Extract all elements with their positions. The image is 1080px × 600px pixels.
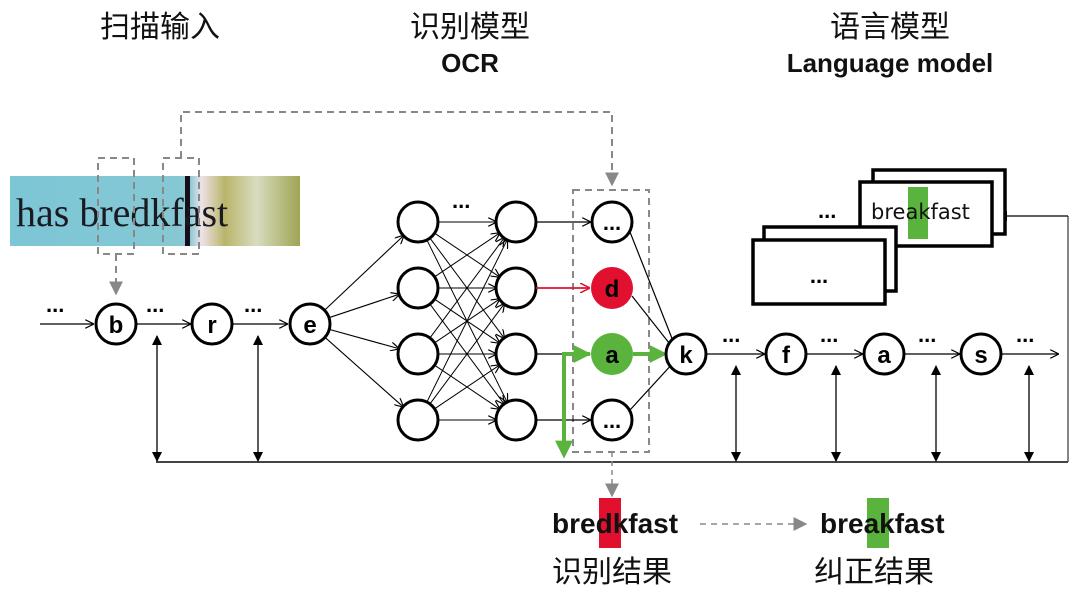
- hidden-node-l1-0: [396, 200, 440, 244]
- ocr-output-node-a-label: a: [605, 342, 619, 369]
- edge-e-to-l1-0: [324, 236, 404, 311]
- recognized-label: 识别结果: [552, 555, 672, 590]
- hidden-node-l1-3: [396, 398, 440, 442]
- hidden-node-l2-3: [494, 398, 538, 442]
- scan-image: has bredkfast: [10, 176, 300, 246]
- seq-ellipsis: ...: [146, 292, 164, 317]
- scan-image-cursor-bar: [185, 176, 190, 246]
- network-edges: [324, 222, 508, 420]
- seq-node-r: r: [190, 302, 234, 346]
- ocr-output-node-top-label: ...: [603, 210, 621, 235]
- header-ocr: 识别模型 OCR: [370, 10, 570, 80]
- hidden-node-l2-1: [494, 266, 538, 310]
- seq-ellipsis: ...: [918, 322, 936, 347]
- seq-node-a-label: a: [877, 342, 891, 369]
- corrected-label: 纠正结果: [814, 555, 934, 590]
- edge-bottom-to-k: [629, 361, 675, 411]
- edge-e-to-l1-1: [328, 294, 399, 319]
- hidden-layer-2: [494, 200, 538, 442]
- recognized-highlight: [599, 498, 621, 548]
- edge-l1-3-to-l2-0: [426, 240, 507, 403]
- corrected-highlight: [867, 498, 889, 548]
- network-ellipsis: ...: [452, 188, 470, 213]
- header-ocr-en: OCR: [441, 48, 499, 78]
- hidden-layer-1: [396, 200, 440, 442]
- lm-ellipsis: ...: [818, 198, 836, 223]
- header-ocr-zh: 识别模型: [410, 10, 530, 45]
- seq-node-s: s: [959, 332, 1003, 376]
- ocr-output-node-bottom: ...: [590, 398, 634, 442]
- seq-ellipsis: ...: [820, 322, 838, 347]
- header-scan-input: 扫描输入: [60, 10, 260, 46]
- seq-node-a: a: [862, 332, 906, 376]
- edge-l1-2-to-l2-0: [429, 238, 504, 339]
- seq-node-s-label: s: [974, 342, 987, 369]
- edge-l1-3-to-l2-2: [434, 365, 500, 410]
- seq-node-b-label: b: [109, 312, 124, 339]
- vertical-arrows: [152, 335, 1034, 462]
- ocr-output-node-top: ...: [590, 200, 634, 244]
- edge-d-to-k: [631, 295, 674, 349]
- ocr-output-box: [572, 189, 650, 453]
- edge-e-to-l1-2: [329, 328, 398, 348]
- seq-node-f: f: [764, 332, 808, 376]
- scan-image-text: has bredkfast: [16, 190, 228, 235]
- ocr-output-node-d-label: d: [605, 276, 620, 303]
- header-lm-en: Language model: [786, 48, 994, 78]
- lm-card-front-2: [751, 238, 887, 306]
- seq-ellipsis: ...: [244, 292, 262, 317]
- edge-l1-3-to-l2-1: [429, 304, 504, 405]
- seq-node-e-label: e: [303, 312, 316, 339]
- header-lm-zh: 语言模型: [830, 10, 950, 45]
- lm-card-stack-back: ...: [751, 225, 898, 306]
- seq-ellipsis: ...: [722, 322, 740, 347]
- ocr-output-node-d-rejected: d: [591, 267, 633, 309]
- scan-to-ocr-arrow: [180, 111, 619, 187]
- seq-node-b: b: [94, 302, 138, 346]
- lm-card-text: breakfast: [871, 200, 970, 224]
- seq-node-k: k: [664, 332, 708, 376]
- seq-ellipsis: ...: [1016, 322, 1034, 347]
- hidden-node-l2-0: [494, 200, 538, 244]
- seq-node-k-label: k: [679, 342, 693, 369]
- scan-image-background: [10, 176, 300, 246]
- header-scan-input-zh: 扫描输入: [100, 10, 220, 45]
- seq-ellipsis: ...: [46, 292, 64, 317]
- edge-l1-1-to-l2-0: [434, 233, 500, 278]
- hidden-node-l2-2: [494, 332, 538, 376]
- recognized-word: bredkfast: [552, 508, 678, 539]
- edge-e-to-l1-3: [324, 336, 403, 406]
- seq-node-f-label: f: [782, 342, 791, 369]
- green-feedback-down-arrow: [555, 352, 590, 459]
- ocr-output-node-a-selected: a: [591, 333, 633, 375]
- lm-card-highlight: [908, 187, 928, 239]
- edge-top-to-k: [629, 231, 676, 347]
- corrected-word: breakfast: [820, 508, 945, 539]
- seq-node-e: e: [288, 302, 332, 346]
- hidden-node-l1-2: [396, 332, 440, 376]
- header-language-model: 语言模型 Language model: [740, 10, 1040, 80]
- lm-card-2-text: ...: [810, 263, 828, 288]
- seq-node-r-label: r: [207, 312, 216, 339]
- hidden-node-l1-1: [396, 266, 440, 310]
- lm-card-stack-front: breakfast: [858, 168, 1007, 248]
- ocr-output-node-bottom-label: ...: [603, 408, 621, 433]
